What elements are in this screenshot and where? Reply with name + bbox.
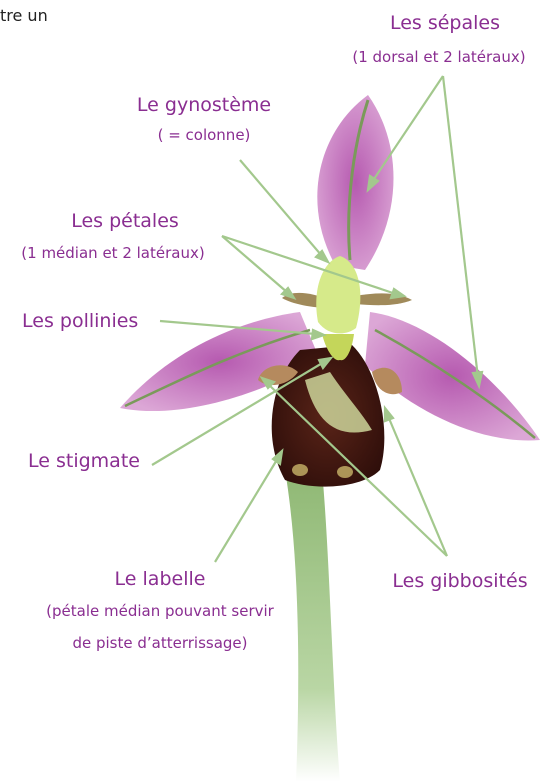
stem	[285, 470, 340, 782]
label-sepales-sub: (1 dorsal et 2 latéraux)	[330, 48, 548, 66]
label-petales-sub: (1 médian et 2 latéraux)	[4, 244, 222, 262]
label-labelle-title: Le labelle	[60, 568, 260, 590]
dorsal-sepal	[317, 95, 393, 270]
label-labelle-sub2: de piste d’atterrissage)	[0, 634, 320, 652]
label-pollinies: Les pollinies	[22, 310, 138, 332]
label-gibbosites: Les gibbosités	[380, 570, 540, 592]
label-gynosteme-sub: ( = colonne)	[114, 126, 294, 144]
label-gynosteme-title: Le gynostème	[114, 94, 294, 116]
label-labelle-sub1: (pétale médian pouvant servir	[0, 602, 320, 620]
label-sepales-title: Les sépales	[380, 12, 510, 34]
label-petales-title: Les pétales	[40, 210, 210, 232]
label-stigmate: Le stigmate	[28, 450, 140, 472]
